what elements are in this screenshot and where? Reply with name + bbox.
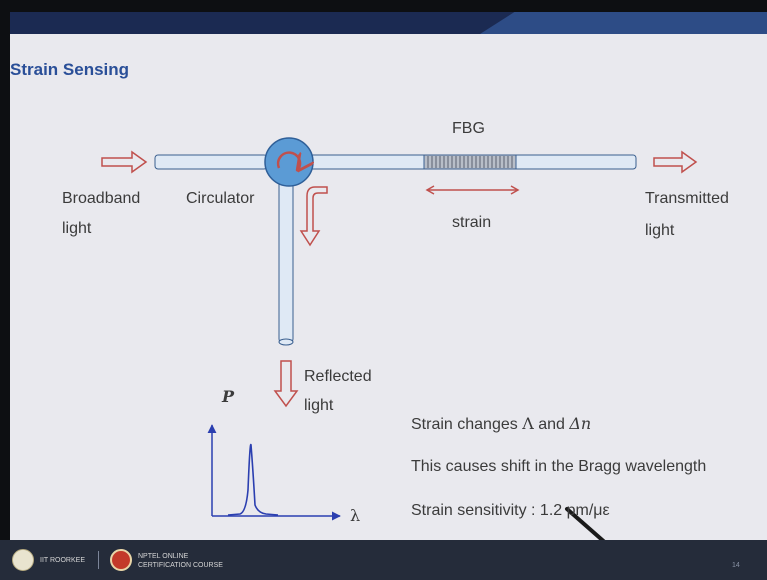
circulator-icon [264, 137, 314, 187]
plot-spectrum-peak [227, 443, 279, 516]
plot-x-label: λ [350, 506, 361, 525]
output-label-line1: Transmitted [645, 190, 729, 207]
grating-lines [427, 156, 513, 168]
note-line1-lambda: Λ [522, 414, 534, 433]
reflected-label-line2: light [304, 397, 334, 414]
footer-divider [98, 551, 99, 569]
slide [10, 12, 767, 540]
note-line1-text: Strain changes [411, 416, 518, 433]
iit-roorkee-logo [12, 549, 34, 571]
slide-page-number: 14 [732, 562, 740, 569]
output-label-line2: light [645, 222, 675, 239]
input-arrow [101, 150, 148, 174]
nptel-logo [110, 549, 132, 571]
reflection-spectrum-plot [207, 424, 341, 521]
note-line3: Strain sensitivity : 1.2 pm/με [411, 502, 610, 519]
plot-y-label: P [222, 387, 235, 406]
reflected-label-line1: Reflected [304, 368, 372, 385]
output-arrow [653, 150, 698, 174]
input-label-line2: light [62, 220, 92, 237]
note-line1-delta-n: Δn [569, 414, 592, 433]
footer-course-line1: NPTEL ONLINE [138, 553, 189, 560]
fiber-reflected-end [278, 338, 294, 346]
circulator-elbow-arrow [299, 186, 328, 247]
fbg-label: FBG [452, 120, 485, 137]
note-line2: This causes shift in the Bragg wavelengt… [411, 458, 707, 475]
fiber-input-segment [154, 154, 268, 170]
slide-title: Strain Sensing [10, 60, 130, 79]
circulator-label: Circulator [186, 190, 255, 207]
fiber-bragg-grating [423, 154, 517, 170]
note-line1: Strain changes Λ and Δn [411, 413, 591, 435]
strain-double-arrow [425, 185, 520, 195]
input-label-line1: Broadband [62, 190, 141, 207]
footer-course-line2: CERTIFICATION COURSE [138, 562, 223, 569]
fiber-reflected-segment [278, 179, 294, 343]
footer-institution: IIT ROORKEE [40, 557, 85, 564]
reflected-arrow [273, 360, 299, 408]
circulator-rotation-arrow [276, 151, 300, 170]
strain-label: strain [452, 214, 492, 231]
note-line1-and: and [538, 416, 565, 433]
slide-header-accent [480, 12, 767, 34]
